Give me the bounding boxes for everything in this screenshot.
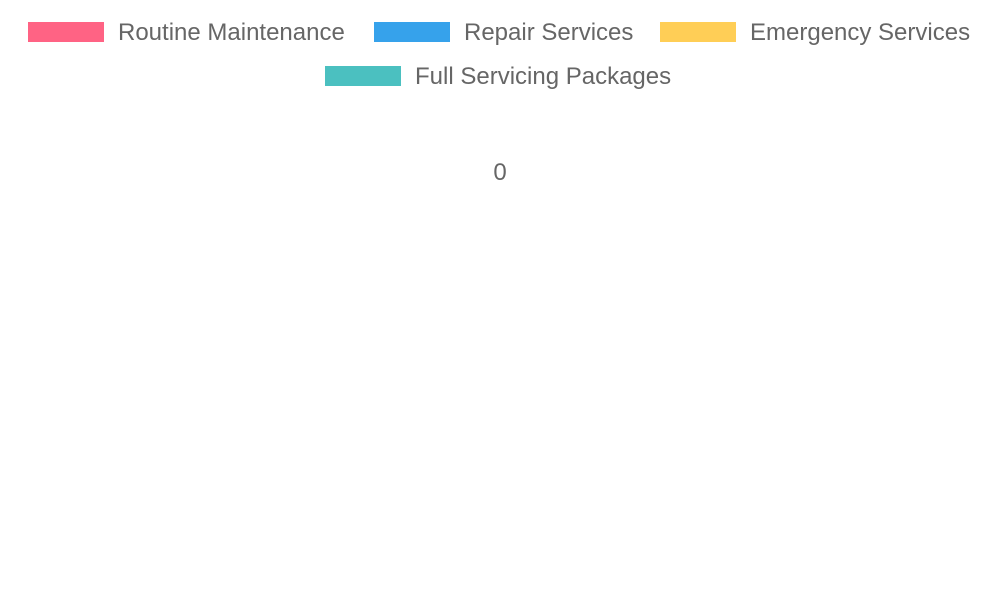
legend-label-full-servicing-packages: Full Servicing Packages <box>415 63 671 90</box>
legend-label-repair-services: Repair Services <box>464 19 633 46</box>
legend-swatch-full-servicing-packages <box>325 66 401 86</box>
radial-tick-label: 0 <box>493 159 506 186</box>
legend-swatch-routine-maintenance <box>28 22 104 42</box>
legend-swatch-repair-services <box>374 22 450 42</box>
legend: Routine Maintenance Repair Services Emer… <box>28 19 970 90</box>
legend-item-repair-services[interactable]: Repair Services <box>374 19 633 46</box>
legend-item-full-servicing-packages[interactable]: Full Servicing Packages <box>325 63 671 90</box>
legend-item-emergency-services[interactable]: Emergency Services <box>660 19 970 46</box>
legend-label-routine-maintenance: Routine Maintenance <box>118 19 345 46</box>
legend-swatch-emergency-services <box>660 22 736 42</box>
legend-item-routine-maintenance[interactable]: Routine Maintenance <box>28 19 345 46</box>
legend-label-emergency-services: Emergency Services <box>750 19 970 46</box>
